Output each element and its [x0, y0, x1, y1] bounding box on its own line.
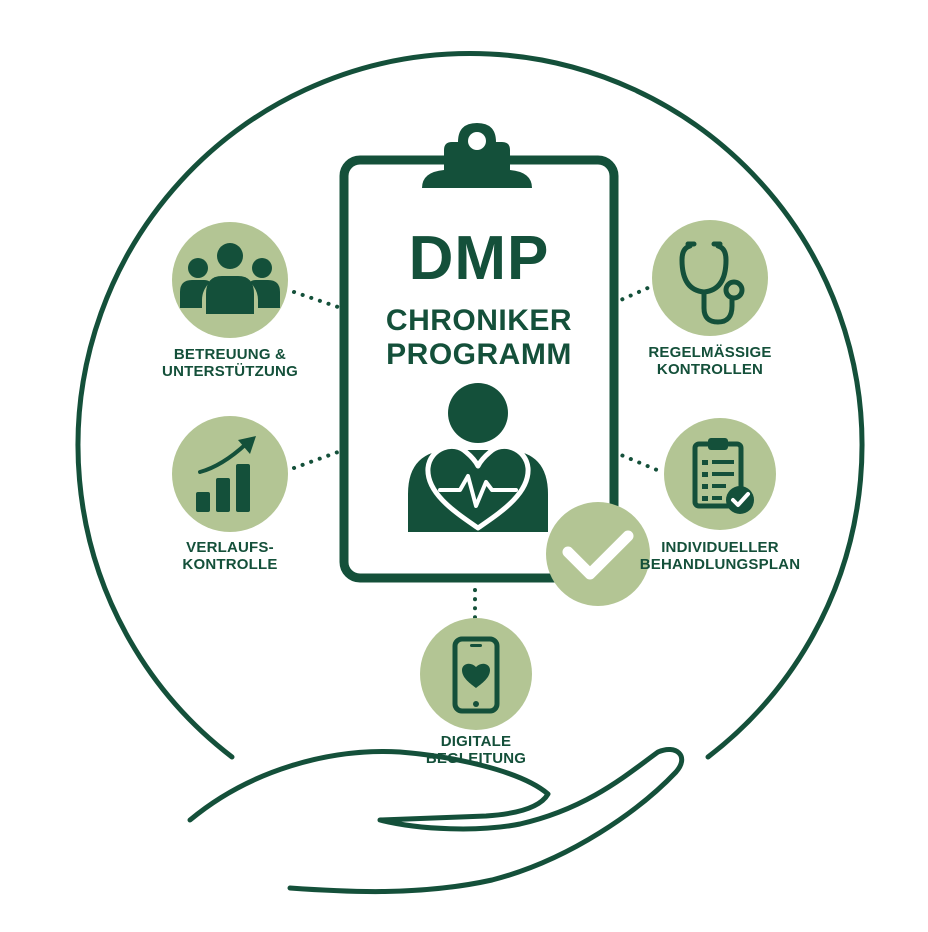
- people-icon: [180, 243, 280, 314]
- patient-heart-icon: [408, 383, 548, 532]
- feature-plan: [664, 418, 776, 530]
- clipboard-clip: [422, 123, 532, 188]
- checklist-clipboard-icon: [692, 438, 754, 514]
- connector-checks: [612, 285, 652, 305]
- checkmark-icon: [546, 502, 650, 606]
- smartphone-heart-icon: [452, 636, 500, 714]
- bar-chart-trend-icon: [196, 436, 256, 512]
- feature-checks: [652, 220, 768, 336]
- feature-support: [172, 222, 288, 338]
- outer-ring: [75, 51, 865, 760]
- feature-digital: [420, 618, 532, 730]
- connector-progress: [292, 450, 340, 470]
- feature-progress: [172, 416, 288, 532]
- stethoscope-icon: [679, 241, 745, 325]
- open-hand-icon: [187, 747, 685, 895]
- connector-plan: [612, 450, 659, 472]
- connector-lines: [292, 285, 659, 620]
- connector-support: [292, 290, 340, 309]
- clipboard-clip-hole: [468, 132, 486, 150]
